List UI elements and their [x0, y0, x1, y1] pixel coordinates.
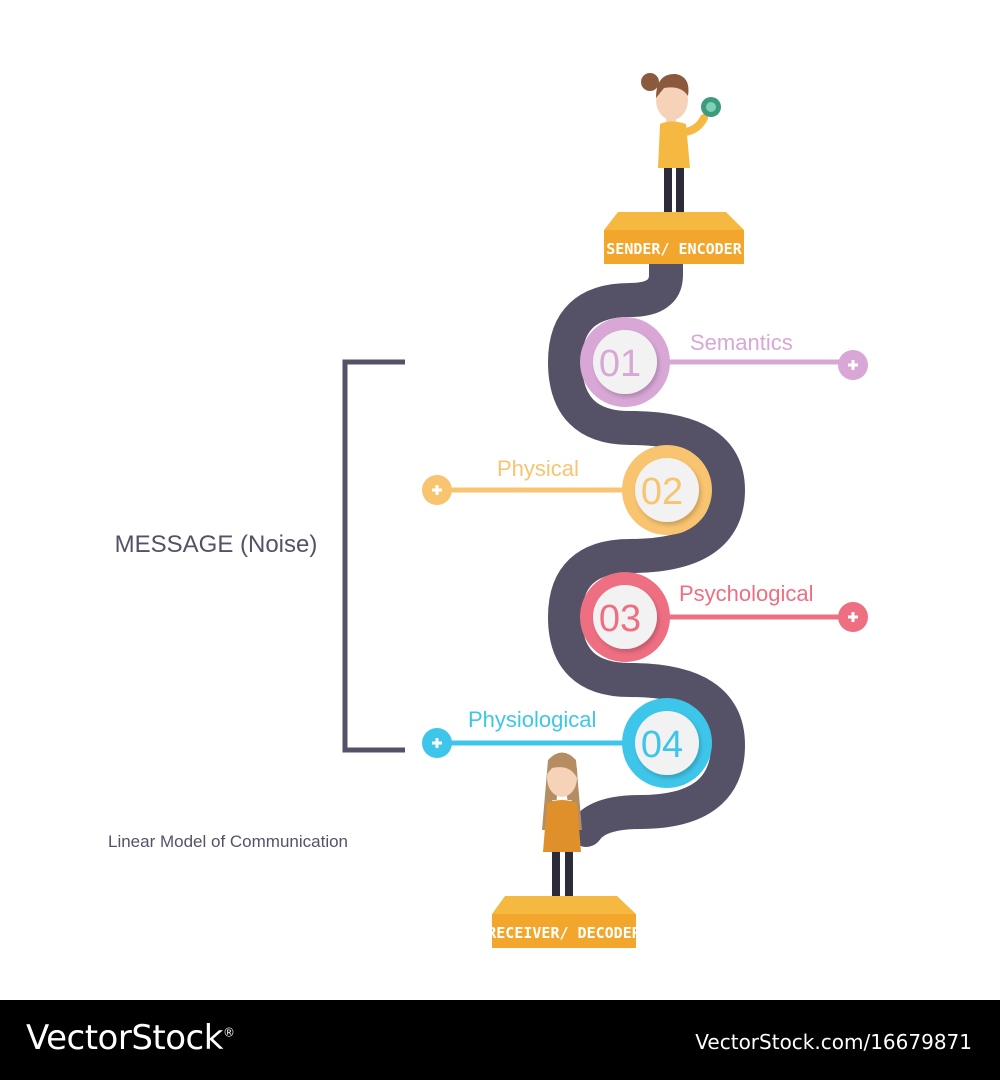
plus-icon-glyph: [848, 360, 858, 370]
noise-label: Psychological: [679, 581, 814, 606]
vectorstock-logo: VectorStock®: [26, 1018, 235, 1058]
plus-icon-glyph: [848, 612, 858, 622]
noise-number: 02: [641, 471, 683, 513]
noise-item-semantics: 01 Semantics: [580, 317, 868, 407]
bracket-label: MESSAGE (Noise): [115, 531, 318, 558]
noise-label: Semantics: [690, 330, 793, 355]
noise-item-psychological: 03 Psychological: [580, 572, 868, 662]
stock-id: VectorStock.com/16679871: [695, 1030, 972, 1054]
sender-label: SENDER/ ENCODER: [606, 240, 742, 258]
receiver-label: RECEIVER/ DECODER: [487, 924, 641, 942]
communication-diagram: MESSAGE (Noise) Linear Model of Communic…: [108, 73, 868, 948]
plus-icon-glyph: [432, 738, 442, 748]
plus-icon-glyph: [432, 485, 442, 495]
message-path: [547, 238, 746, 847]
noise-item-physiological: 04 Physiological: [422, 698, 712, 788]
diagram-caption: Linear Model of Communication: [108, 832, 348, 851]
message-bracket: [342, 359, 405, 753]
noise-label: Physical: [497, 456, 579, 481]
receiver-figure-icon: [542, 752, 582, 904]
receiver-pedestal: RECEIVER/ DECODER: [487, 896, 642, 948]
noise-item-physical: 02 Physical: [422, 445, 712, 535]
watermark-footer: VectorStock® VectorStock.com/16679871: [0, 1000, 1000, 1080]
noise-number: 03: [599, 598, 641, 640]
noise-number: 04: [641, 724, 683, 766]
sender-pedestal: SENDER/ ENCODER: [604, 212, 744, 264]
noise-number: 01: [599, 343, 641, 385]
sender-figure-icon: [641, 73, 721, 218]
noise-label: Physiological: [468, 707, 596, 732]
